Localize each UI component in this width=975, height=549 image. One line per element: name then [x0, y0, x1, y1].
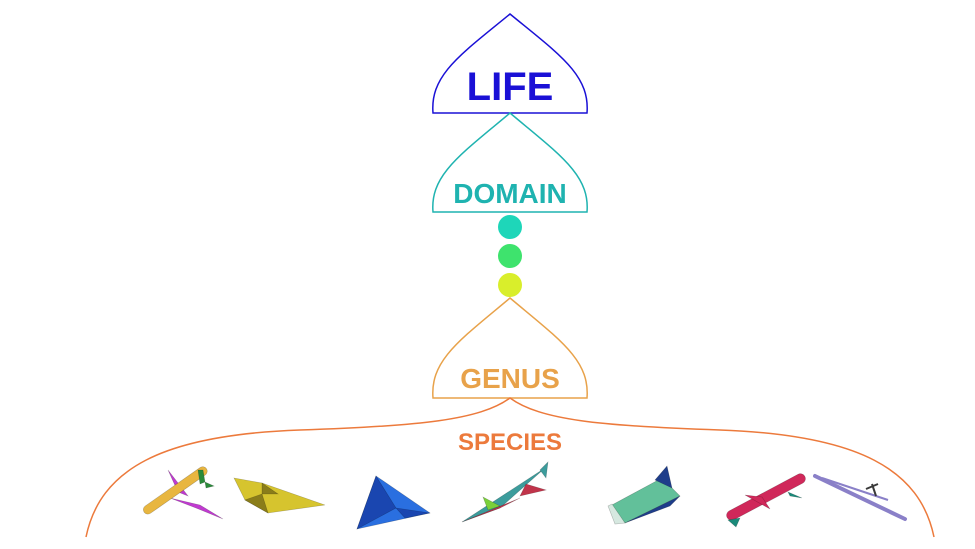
life-dome: [432, 13, 588, 114]
genus-dome: [432, 297, 588, 399]
space-shuttle-icon: [607, 465, 681, 525]
airliner-icon: [143, 466, 224, 520]
stealth-fighter-icon: [233, 477, 326, 514]
ellipsis-dots: [498, 215, 522, 297]
sleek-jet-icon: [726, 473, 806, 528]
supersonic-jet-icon: [461, 461, 549, 523]
ellipsis-dot: [498, 215, 522, 239]
ellipsis-dot: [498, 273, 522, 297]
glider-icon: [813, 474, 907, 521]
aircraft-row: [143, 461, 907, 530]
domain-node: DOMAIN: [432, 112, 588, 213]
species-node: SPECIES: [85, 397, 935, 538]
life-label: LIFE: [467, 65, 554, 109]
domain-label: DOMAIN: [453, 178, 567, 209]
delta-wing-icon: [356, 475, 431, 530]
genus-node: GENUS: [432, 297, 588, 399]
ellipsis-dot: [498, 244, 522, 268]
domain-dome: [432, 112, 588, 213]
life-node: LIFE: [432, 13, 588, 114]
species-brace: [85, 397, 935, 538]
genus-label: GENUS: [460, 363, 560, 394]
species-label: SPECIES: [458, 429, 562, 456]
